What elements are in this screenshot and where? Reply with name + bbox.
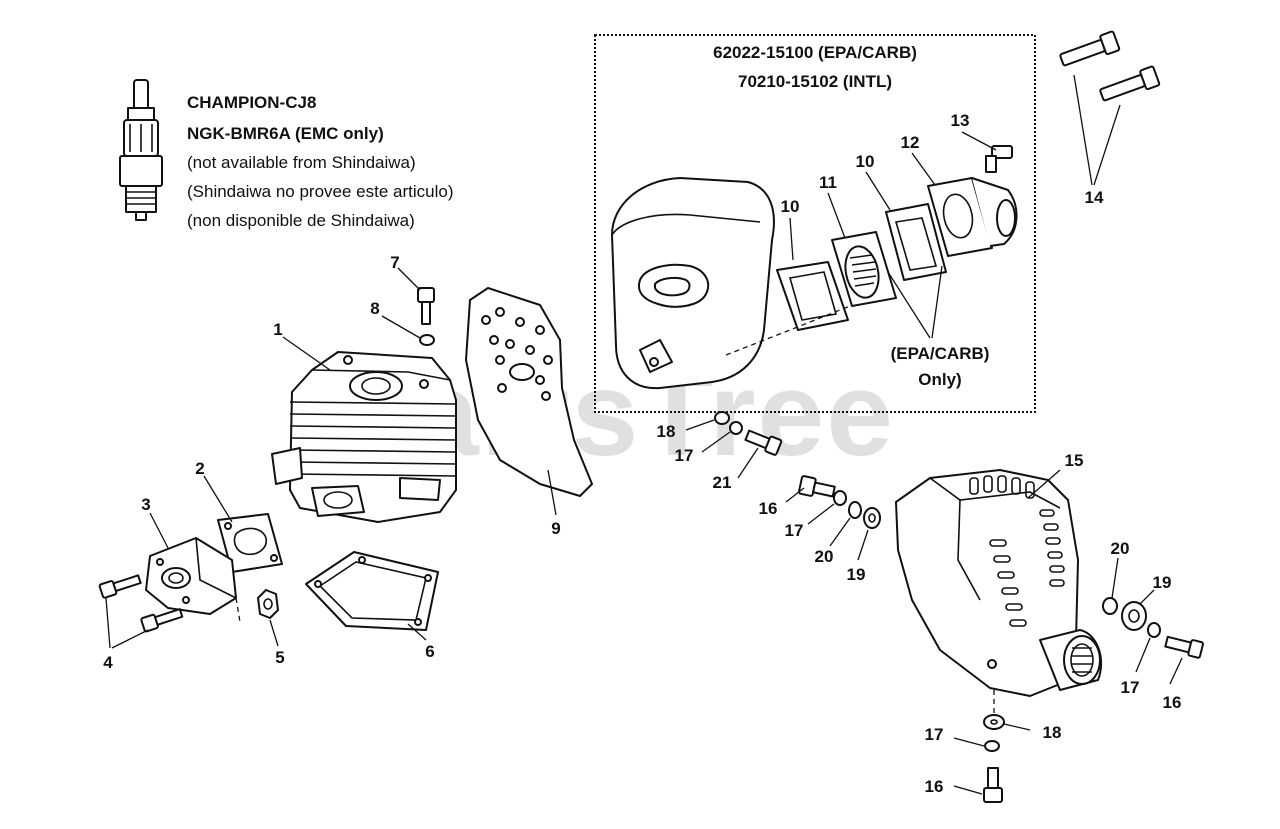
part-number-intl: 70210-15102 (INTL)	[738, 72, 892, 91]
callout-2: 2	[195, 459, 204, 478]
muffler-assembly-box: 62022-15100 (EPA/CARB) 70210-15102 (INTL…	[594, 34, 1036, 413]
callout-14: 14	[1085, 188, 1104, 207]
spark-plug-notes: CHAMPION-CJ8 NGK-BMR6A (EMC only) (not a…	[187, 93, 453, 230]
collar-19-right: 19	[1121, 573, 1172, 631]
bolt-7: 7	[390, 253, 435, 325]
lockwasher-17-upper: 17	[675, 421, 743, 465]
lockwasher-17-lower: 17	[925, 725, 1000, 752]
callout-17c: 17	[1121, 678, 1140, 697]
collar-19-left: 19	[847, 507, 881, 584]
callout-21: 21	[713, 473, 732, 492]
leader-10b	[865, 171, 891, 211]
note-french: (non disponible de Shindaiwa)	[187, 211, 415, 230]
callout-10b: 10	[856, 152, 875, 171]
bolts-4: 4	[98, 574, 184, 672]
note-spanish: (Shindaiwa no provee este articulo)	[187, 182, 453, 201]
callout-11: 11	[819, 173, 837, 192]
exhaust-flange-12	[927, 177, 1018, 257]
leader-note-a	[887, 271, 931, 339]
washer-20-right: 20	[1102, 539, 1130, 615]
callout-16a: 16	[759, 499, 778, 518]
callout-18b: 18	[1043, 723, 1062, 742]
callout-3: 3	[141, 495, 150, 514]
lockwasher-17-right: 17	[1121, 622, 1161, 697]
callout-6: 6	[425, 642, 434, 661]
callout-15: 15	[1065, 451, 1084, 470]
callout-16b: 16	[1163, 693, 1182, 712]
callout-20a: 20	[815, 547, 834, 566]
callout-18a: 18	[657, 422, 676, 441]
bolts-14: 14	[1059, 30, 1161, 207]
callout-5: 5	[275, 648, 284, 667]
note-ngk: NGK-BMR6A (EMC only)	[187, 124, 384, 143]
leader-13	[961, 131, 997, 151]
base-gasket-6: 6	[305, 551, 439, 661]
bolt-16-left: 16	[759, 475, 836, 518]
leader-10a	[789, 217, 794, 261]
callout-4: 4	[103, 653, 113, 672]
muffler-body	[611, 177, 775, 390]
lockwasher-17-left: 17	[785, 490, 847, 540]
callout-12: 12	[901, 133, 920, 152]
callout-17d: 17	[925, 725, 944, 744]
leader-11	[827, 192, 846, 239]
note-epa-carb: (EPA/CARB)	[891, 344, 990, 363]
note-not-available: (not available from Shindaiwa)	[187, 153, 416, 172]
callout-1: 1	[273, 320, 282, 339]
spark-plug-illustration	[119, 79, 163, 221]
heat-shield: 9	[465, 287, 593, 538]
bolt-13	[985, 145, 1013, 173]
callout-17b: 17	[785, 521, 804, 540]
washer-20-left: 20	[815, 501, 862, 566]
spark-arrestor-11	[831, 231, 897, 307]
note-champion: CHAMPION-CJ8	[187, 93, 316, 112]
nut-5: 5	[257, 589, 285, 667]
cylinder: 1	[271, 320, 457, 523]
bolt-21: 21	[713, 429, 783, 492]
callout-8: 8	[370, 299, 379, 318]
cylinder-cover-15: 15	[895, 451, 1103, 697]
callout-13: 13	[951, 111, 970, 130]
gasket-10-right	[885, 203, 947, 281]
callout-20b: 20	[1111, 539, 1130, 558]
leader-12	[911, 152, 936, 186]
intake-3: 3	[141, 495, 241, 623]
callout-16c: 16	[925, 777, 944, 796]
washer-18-upper: 18	[657, 411, 730, 441]
callout-9: 9	[551, 519, 560, 538]
gasket-10-left	[776, 261, 849, 331]
bolt-16-lower: 16	[925, 767, 1003, 803]
washer-8: 8	[370, 299, 435, 346]
washer-18-lower: 18	[983, 714, 1062, 742]
callout-19b: 19	[1153, 573, 1172, 592]
leader-note-b	[931, 265, 943, 339]
part-number-epa: 62022-15100 (EPA/CARB)	[713, 43, 917, 62]
note-only: Only)	[918, 370, 961, 389]
callout-10a: 10	[781, 197, 800, 216]
callout-17a: 17	[675, 446, 694, 465]
callout-19a: 19	[847, 565, 866, 584]
bolt-16-right: 16	[1163, 635, 1204, 712]
callout-7: 7	[390, 253, 399, 272]
insulator-gasket-2: 2	[195, 459, 283, 573]
